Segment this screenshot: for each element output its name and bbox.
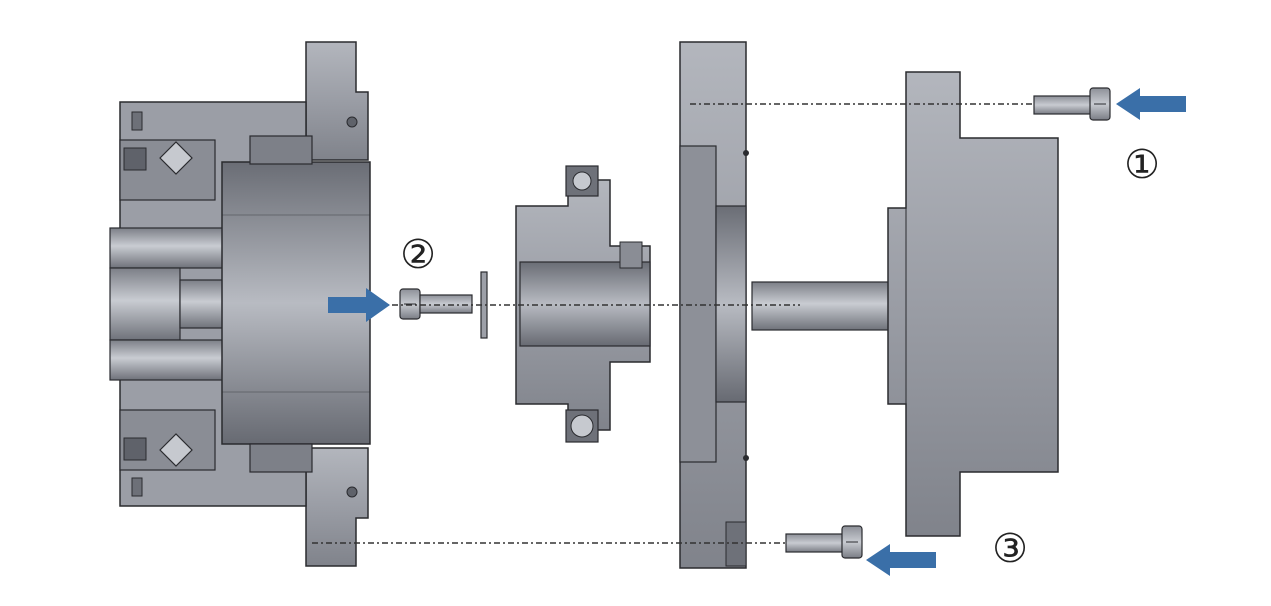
motor	[751, 71, 1059, 537]
screw-2	[399, 288, 473, 320]
step-label-1: ①	[1124, 142, 1160, 188]
adapter-plate	[679, 41, 749, 569]
gearbox-housing	[109, 41, 371, 567]
arrow-right-icon	[328, 288, 390, 322]
screw-1	[1033, 87, 1111, 121]
step-label-3: ③	[992, 526, 1028, 572]
coupling-hub	[515, 165, 651, 443]
arrow-left-icon	[866, 544, 936, 576]
step-label-2: ②	[400, 232, 436, 278]
arrow-left-icon	[1116, 88, 1186, 120]
screw-3	[785, 525, 863, 559]
